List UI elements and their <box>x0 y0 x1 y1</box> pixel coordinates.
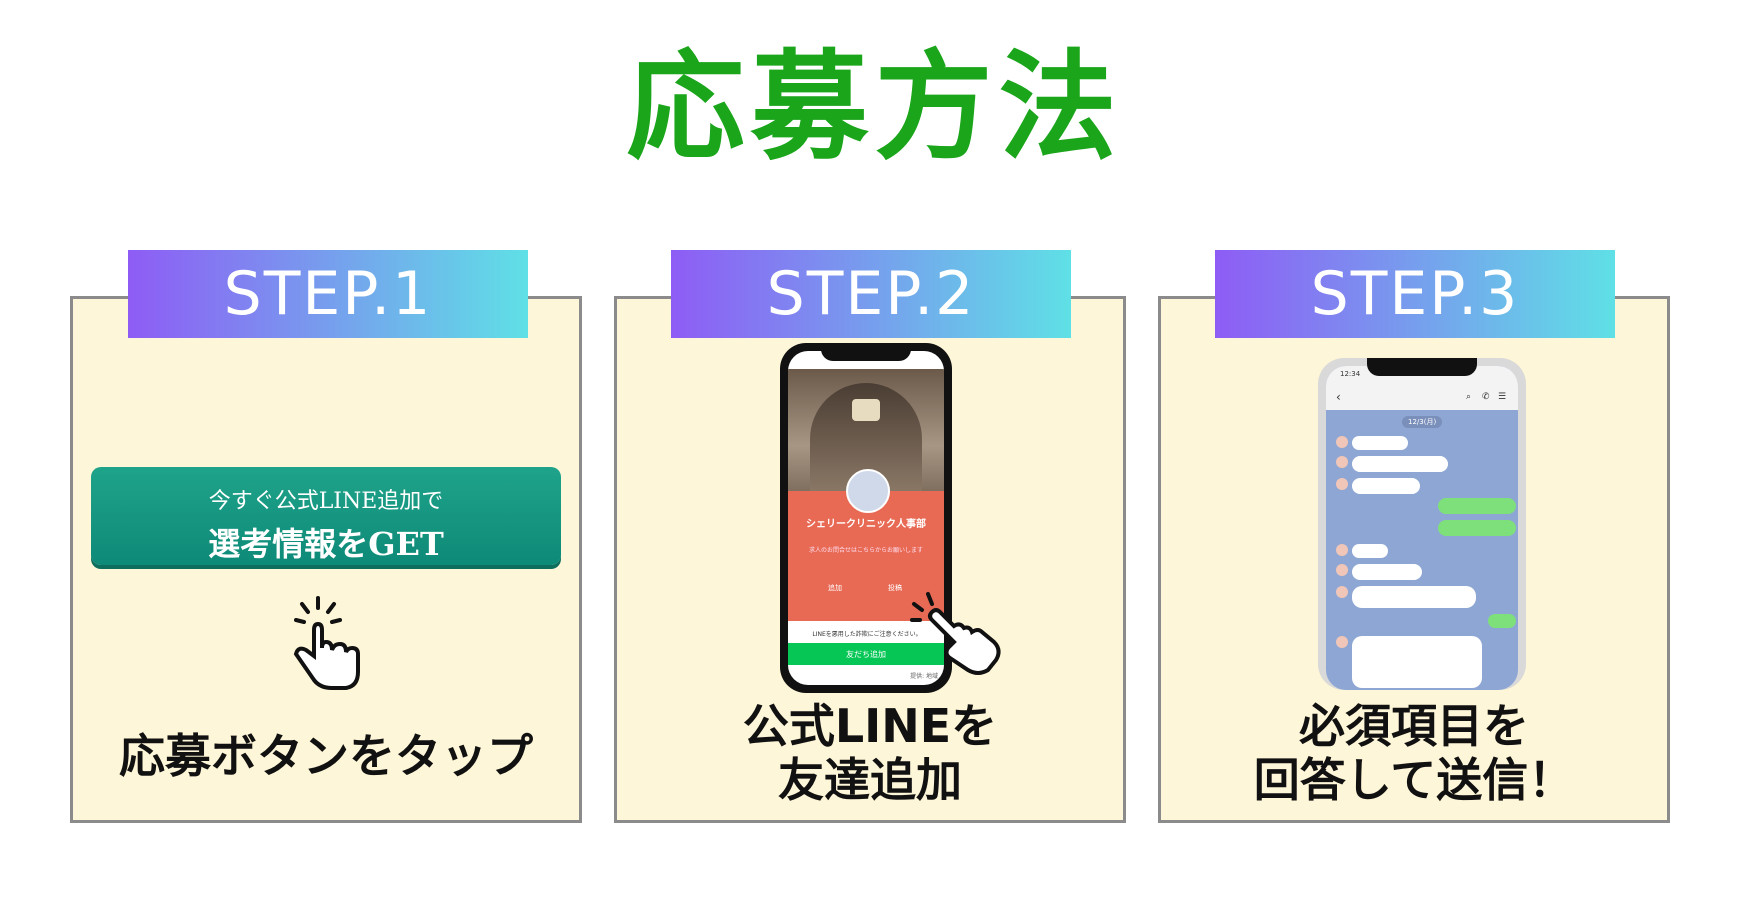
chat-avatar <box>1336 478 1348 490</box>
chat-avatar <box>1336 436 1348 448</box>
chat-avatar <box>1336 456 1348 468</box>
back-icon[interactable]: ‹ <box>1336 390 1341 404</box>
cta-line2: 選考情報をGET <box>208 525 444 563</box>
line-add-button[interactable]: 今すぐ公式LINE追加で 選考情報をGET <box>91 467 561 565</box>
outgoing-bubble <box>1488 614 1516 628</box>
step-1-card: 今すぐ公式LINE追加で 選考情報をGET 応募ボタンをタップ <box>70 296 582 823</box>
incoming-bubble <box>1352 456 1448 472</box>
page-title: 応募方法 <box>626 38 1123 176</box>
outgoing-bubble <box>1438 520 1516 536</box>
step-1-label: 応募ボタンをタップ <box>119 729 533 783</box>
step-2-label-line1: 公式LINEを <box>742 699 998 753</box>
incoming-bubble <box>1352 564 1422 580</box>
line-profile-phone: シェリークリニック人事部 求人のお問合せはこちらからお願いします 追加 投稿 L… <box>780 343 952 693</box>
phone-screen: シェリークリニック人事部 求人のお問合せはこちらからお願いします 追加 投稿 L… <box>788 351 944 685</box>
incoming-bubble <box>1352 436 1408 450</box>
date-chip: 12/3(月) <box>1402 416 1443 428</box>
profile-cover-image <box>788 369 944 497</box>
cta-line1: 今すぐ公式LINE追加で <box>208 489 444 514</box>
phone-footer: 提供: 地域 <box>910 673 938 680</box>
phone-notch <box>1367 358 1477 376</box>
step-1-banner: STEP.1 <box>128 250 528 338</box>
incoming-bubble <box>1352 478 1420 494</box>
incoming-bubble <box>1352 636 1482 688</box>
clock: 12:34 <box>1340 370 1361 378</box>
add-friend-button[interactable]: 友だち追加 <box>788 643 944 665</box>
chat-avatar <box>1336 586 1348 598</box>
chat-avatar <box>1336 636 1348 648</box>
chat-avatar <box>1336 544 1348 556</box>
tap-hand-icon <box>293 596 360 690</box>
phone-icon[interactable]: ✆ <box>1482 392 1490 402</box>
account-subtitle: 求人のお問合せはこちらからお願いします <box>808 547 923 554</box>
post-action[interactable]: 投稿 <box>888 584 902 592</box>
account-name: シェリークリニック人事部 <box>806 519 926 530</box>
step-2-banner: STEP.2 <box>671 250 1071 338</box>
tap-hand-icon <box>910 592 1001 675</box>
step-3-label-line2: 回答して送信！ <box>1253 753 1575 807</box>
step-3-banner: STEP.3 <box>1215 250 1615 338</box>
phone-notch <box>821 343 911 361</box>
profile-card: シェリークリニック人事部 求人のお問合せはこちらからお願いします 追加 投稿 <box>788 469 944 621</box>
add-action[interactable]: 追加 <box>828 584 842 592</box>
search-icon[interactable]: ⌕ <box>1466 392 1472 402</box>
menu-icon[interactable]: ☰ <box>1498 392 1507 402</box>
line-chat-phone: 12:34 ‹ ⌕ ✆ ☰ 12/3(月) <box>1318 358 1526 690</box>
step-2-label-line2: 友達追加 <box>778 753 962 807</box>
incoming-bubble <box>1352 544 1388 558</box>
step-3-label-line1: 必須項目を <box>1299 699 1529 753</box>
chat-avatar <box>1336 564 1348 576</box>
outgoing-bubble <box>1438 498 1516 514</box>
avatar <box>846 469 890 513</box>
chat-screen: 12:34 ‹ ⌕ ✆ ☰ 12/3(月) <box>1326 366 1518 690</box>
fraud-warning: LINEを悪用した詐欺にご注意ください。 <box>812 631 922 638</box>
incoming-bubble <box>1352 586 1476 608</box>
